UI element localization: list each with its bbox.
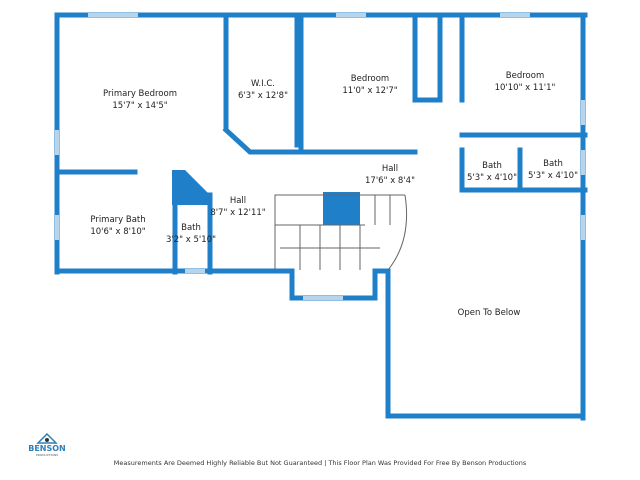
staircase [274, 194, 408, 271]
logo-name: BENSON [28, 444, 66, 453]
benson-logo-icon [36, 432, 58, 444]
windows [55, 13, 585, 300]
footer-disclaimer: Measurements Are Deemed Highly Reliable … [113, 459, 527, 467]
stair-block [323, 192, 360, 225]
benson-logo: BENSON PRODUCTIONS [25, 432, 69, 457]
room-open-to-below: Open To Below [457, 308, 521, 318]
walls [54, 12, 588, 421]
shaft-block [172, 170, 210, 205]
room-wic: W.I.C.6'3" x 12'8" [238, 79, 288, 101]
logo-sub: PRODUCTIONS [35, 453, 59, 457]
